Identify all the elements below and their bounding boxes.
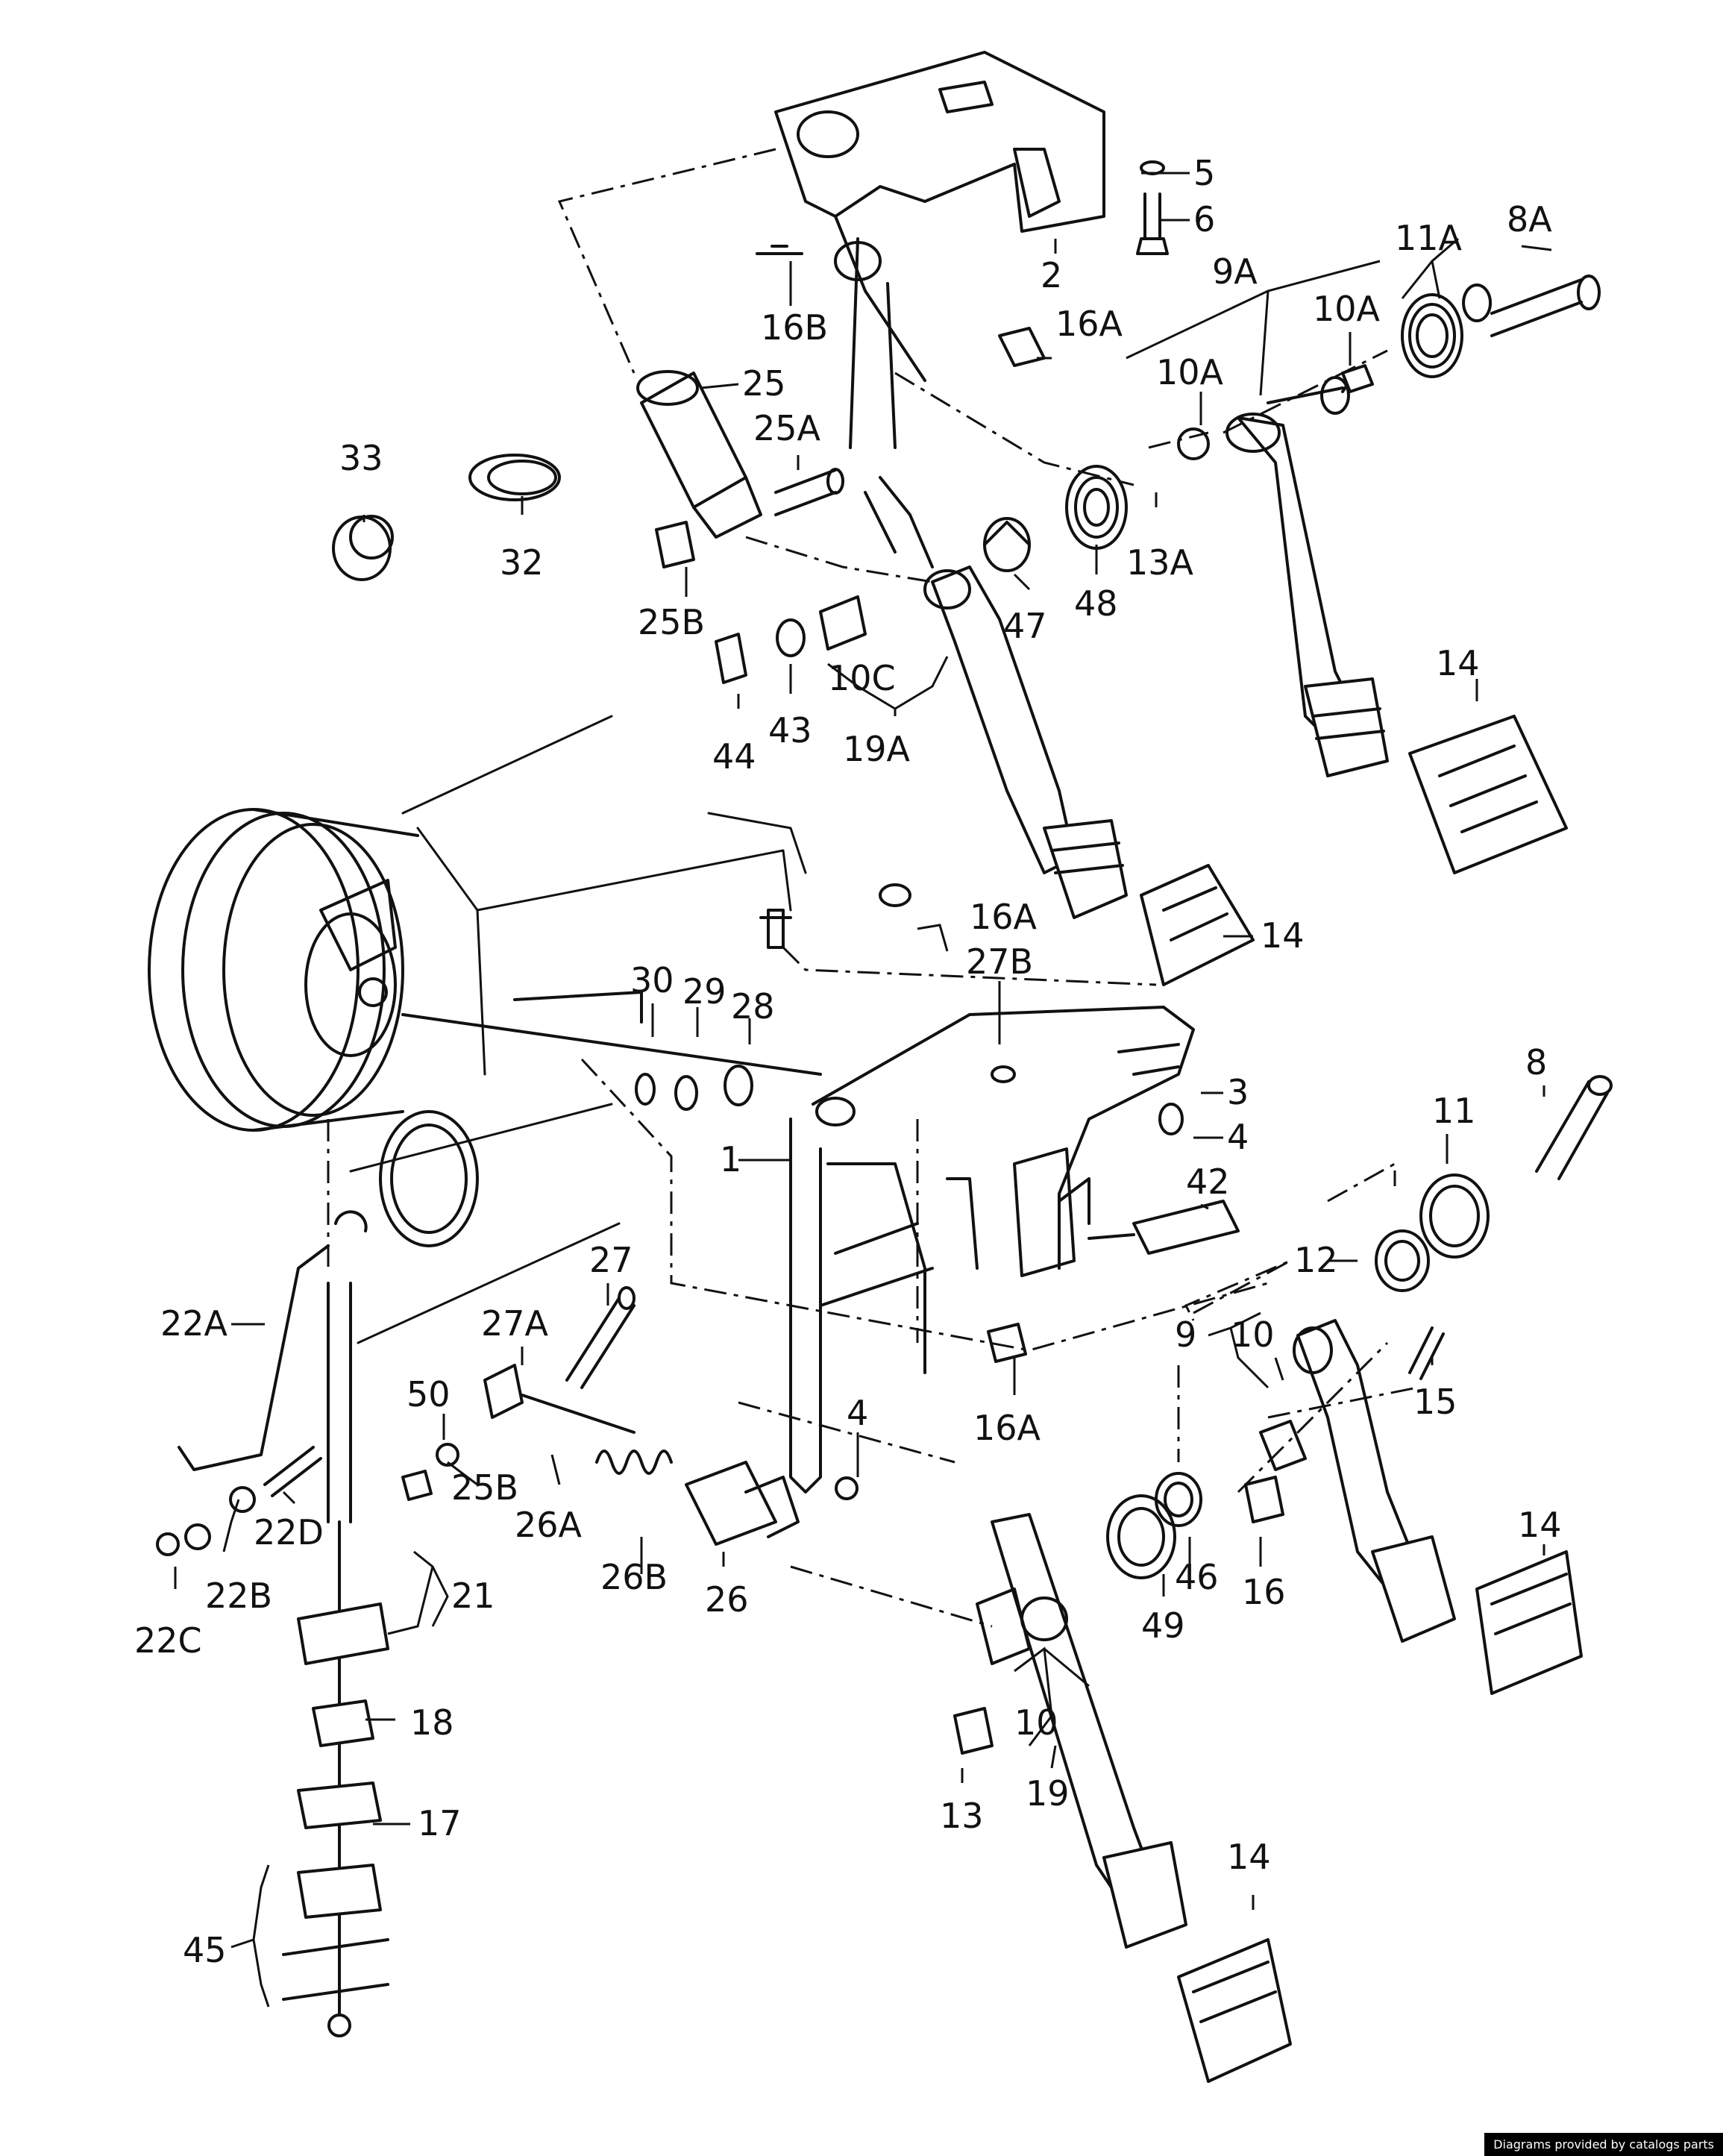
callout-8: 8: [1525, 1042, 1547, 1082]
pedal-pad-14-d: [1177, 1938, 1292, 2083]
callout-5: 5: [1193, 153, 1215, 193]
callout-27B: 27B: [966, 941, 1033, 982]
callout-44: 44: [712, 736, 756, 777]
grommet-32: [468, 454, 561, 501]
callout-15: 15: [1413, 1382, 1457, 1422]
callout-16B: 16B: [761, 307, 828, 348]
callout-25A: 25A: [753, 408, 821, 448]
callout-26: 26: [705, 1579, 749, 1620]
callout-22B: 22B: [205, 1576, 272, 1616]
callout-26A: 26A: [515, 1505, 583, 1545]
brake-booster-drum: [148, 808, 419, 1132]
callout-9A: 9A: [1212, 251, 1258, 292]
callout-16A-mid: 16A: [970, 897, 1038, 937]
brake-pedal-upper: [715, 465, 1128, 919]
callout-27: 27: [589, 1240, 633, 1280]
callout-16A-top: 16A: [1055, 304, 1123, 344]
plug-33: [332, 515, 394, 581]
callout-47: 47: [1003, 606, 1047, 646]
upper-pedal-bracket: [774, 51, 1105, 449]
callout-16: 16: [1242, 1572, 1286, 1612]
pedal-pad-14-b: [1140, 864, 1255, 986]
callout-32: 32: [500, 542, 544, 583]
callout-25: 25: [742, 363, 786, 404]
lower-pedal-bracket: [789, 1006, 1195, 1494]
callout-12: 12: [1294, 1240, 1338, 1280]
callout-26B: 26B: [600, 1557, 668, 1597]
callout-14-d: 14: [1227, 1837, 1271, 1877]
callout-14-b: 14: [1261, 915, 1305, 956]
callout-8A: 8A: [1507, 199, 1552, 239]
callout-10-low: 10: [1014, 1702, 1058, 1743]
callout-49: 49: [1141, 1605, 1185, 1646]
callout-9: 9: [1175, 1314, 1196, 1355]
clutch-pedal-upper: [1177, 275, 1601, 777]
callout-48: 48: [1074, 583, 1118, 624]
callout-30: 30: [630, 960, 674, 1000]
callout-43: 43: [768, 710, 812, 750]
callout-18: 18: [410, 1702, 454, 1743]
clutch-pedal-lower: [1259, 1075, 1613, 1643]
callout-10C: 10C: [828, 658, 896, 698]
callout-6: 6: [1193, 199, 1215, 239]
alignment-lines: [327, 148, 1418, 1628]
callout-13A: 13A: [1126, 542, 1194, 583]
callout-11: 11: [1432, 1091, 1476, 1131]
callout-25B-top: 25B: [638, 602, 705, 642]
pedal-pad-14-c: [1475, 1550, 1583, 1695]
brake-pedal-lower: [976, 1472, 1202, 1949]
callout-4-low: 4: [847, 1393, 868, 1433]
firewall-outline: [349, 715, 807, 1344]
callout-22D: 22D: [254, 1512, 324, 1552]
callout-3: 3: [1227, 1072, 1249, 1112]
master-cylinder-25: [636, 370, 844, 568]
callout-14-c: 14: [1518, 1505, 1562, 1545]
callouts: 5 6 2 16B 16A 11A 8A 9A 10A 10A 25 25A 3…: [134, 153, 1562, 1970]
callout-17: 17: [418, 1803, 462, 1843]
callout-10-right: 10: [1231, 1314, 1275, 1355]
credit-badge: Diagrams provided by catalogs parts: [1484, 2133, 1723, 2156]
callout-27A: 27A: [481, 1303, 549, 1344]
callout-22A: 22A: [160, 1303, 228, 1344]
callout-25B-low: 25B: [451, 1467, 518, 1508]
pushrod-and-linkage: [178, 1210, 800, 1546]
callout-11A: 11A: [1395, 218, 1463, 258]
brake-light-switch: [1088, 1200, 1240, 1255]
callout-29: 29: [682, 971, 726, 1012]
callout-46: 46: [1175, 1557, 1219, 1597]
callout-45: 45: [183, 1930, 227, 1970]
leader-lines: [174, 172, 1552, 2008]
callout-2: 2: [1041, 255, 1062, 295]
callout-14-a: 14: [1436, 643, 1480, 683]
callout-28: 28: [731, 986, 775, 1027]
callout-10A-upper: 10A: [1313, 289, 1381, 329]
callout-42: 42: [1186, 1162, 1230, 1202]
pedal-pad-14-a: [1408, 715, 1568, 874]
callout-19: 19: [1026, 1773, 1070, 1814]
callout-4-top: 4: [1227, 1117, 1249, 1157]
callout-16A-low: 16A: [973, 1408, 1041, 1448]
callout-33: 33: [339, 438, 383, 478]
callout-21: 21: [451, 1576, 495, 1616]
callout-50: 50: [407, 1374, 451, 1414]
callout-19A: 19A: [843, 729, 911, 769]
accelerator-cable-assembly: [282, 1282, 389, 2037]
callout-10A-lower: 10A: [1156, 352, 1224, 392]
callout-1: 1: [720, 1139, 741, 1179]
callout-22C: 22C: [134, 1620, 202, 1661]
callout-13: 13: [940, 1796, 984, 1836]
